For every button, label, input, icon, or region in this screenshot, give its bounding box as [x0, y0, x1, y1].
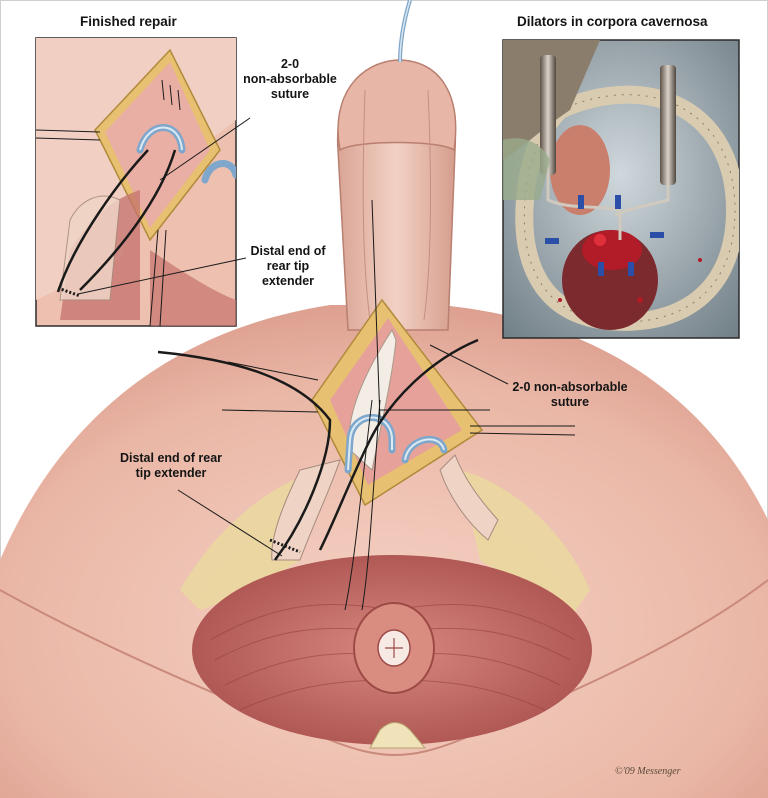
inset-title-finished-repair: Finished repair — [80, 14, 177, 29]
inset-title-dilators: Dilators in corpora cavernosa — [517, 14, 708, 29]
inset-suture-label: 2-0 non-absorbable suture — [240, 57, 340, 101]
inset-extender-label-line1: Distal end of — [250, 244, 326, 258]
coccyx — [369, 722, 427, 749]
inset-extender-leader — [77, 257, 247, 295]
cylinder-right — [439, 454, 499, 541]
inset-suture-label-line1: 2-0 — [280, 57, 300, 71]
inset-suture-label-line3: suture — [270, 86, 310, 101]
inset-dilators-photo — [502, 39, 740, 339]
glans — [337, 59, 457, 152]
artist-signature: ©'09 Messenger — [615, 766, 681, 777]
inset-suture-leader — [159, 117, 251, 181]
main-sutures — [157, 199, 576, 611]
inset-extender-label-line3: extender — [261, 273, 315, 288]
main-extender-label-line1: Distal end of rear — [119, 451, 223, 465]
main-extender-label-line2: tip extender — [135, 465, 207, 480]
main-suture-leader — [429, 344, 509, 385]
fat-pad-right — [460, 470, 590, 612]
main-extender-leader — [177, 489, 283, 557]
inset-suture-label-line2: non-absorbable — [243, 71, 337, 86]
main-suture-label-line1: 2-0 non-absorbable — [512, 380, 628, 394]
inset-extender-label-line2: rear tip — [266, 258, 310, 273]
main-suture-label: 2-0 non-absorbable suture — [500, 380, 640, 410]
inset-finished-repair — [35, 37, 251, 327]
main-extender-label: Distal end of rear tip extender — [96, 451, 246, 481]
main-suture-label-line2: suture — [550, 394, 590, 409]
skin-contour — [0, 579, 768, 756]
inset-extender-label: Distal end of rear tip extender — [238, 244, 338, 288]
